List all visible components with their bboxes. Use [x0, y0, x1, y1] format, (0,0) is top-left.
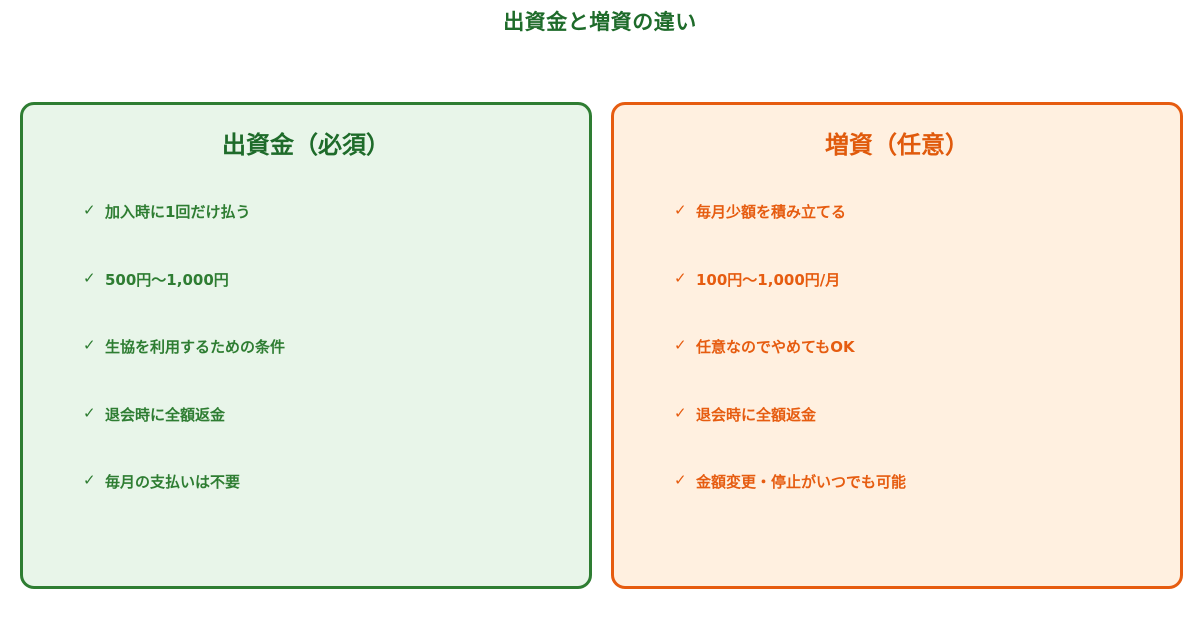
check-icon: ✓: [83, 336, 96, 354]
list-item: ✓ 100円〜1,000円/月: [674, 269, 906, 337]
list-item: ✓ 毎月少額を積み立てる: [674, 201, 906, 269]
check-icon: ✓: [83, 268, 96, 287]
check-icon: ✓: [83, 201, 96, 219]
feature-list: ✓毎月少額を積み立てる ✓100円〜1,000円/月 ✓任意なのでやめてもOK …: [674, 201, 906, 539]
list-item: ✓ 任意なのでやめてもOK: [674, 336, 906, 404]
item-text: 退会時に全額返金: [696, 405, 817, 424]
item-text: 加入時に1回だけ払う: [105, 203, 251, 221]
panel-shusshikin: 出資金（必須） ✓ 加入時に1回だけ払う ✓ 500円〜1,000円 ✓ 生協を利用す…: [20, 102, 592, 589]
check-icon: ✓: [674, 201, 687, 219]
check-icon: ✓: [674, 336, 687, 354]
diagram-title: 出資金と増資の違い: [503, 10, 697, 34]
check-icon: ✓: [83, 471, 96, 489]
panel-title: 出資金（必須）: [222, 131, 390, 159]
panel-title: 増資（任意）: [825, 131, 969, 159]
list-item: ✓ 金額変更・停止がいつでも可能: [674, 471, 906, 539]
list-item: ✓ 加入時に1回だけ払う: [83, 201, 285, 269]
item-text: 毎月の支払いは不要: [105, 473, 241, 491]
item-text: 任意なのでやめてもOK: [696, 338, 855, 356]
panel-zoushi: 増資（任意） ✓ 毎月少額を積み立てる ✓ 100円〜1,000円/月 ✓ 任意なので…: [611, 102, 1183, 589]
item-text: 500円〜1,000円: [105, 270, 229, 289]
item-text: 金額変更・停止がいつでも可能: [696, 473, 907, 491]
list-item: ✓ 500円〜1,000円: [83, 269, 285, 337]
check-icon: ✓: [674, 403, 687, 422]
list-item: ✓ 生協を利用するための条件: [83, 336, 285, 404]
list-item: ✓ 毎月の支払いは不要: [83, 471, 285, 539]
feature-list: ✓ 加入時に1回だけ払う ✓ 500円〜1,000円 ✓ 生協を利用するための条件 ✓…: [83, 201, 285, 539]
check-icon: ✓: [83, 403, 96, 422]
check-icon: ✓: [674, 471, 687, 489]
list-item: ✓ 退会時に全額返金: [83, 404, 285, 472]
item-text: 生協を利用するための条件: [105, 338, 286, 356]
item-text: 100円〜1,000円/月: [696, 270, 841, 289]
check-icon: ✓: [674, 268, 687, 287]
item-text: 毎月少額を積み立てる: [696, 203, 847, 221]
item-text: 退会時に全額返金: [105, 405, 226, 424]
list-item: ✓ 退会時に全額返金: [674, 404, 906, 472]
